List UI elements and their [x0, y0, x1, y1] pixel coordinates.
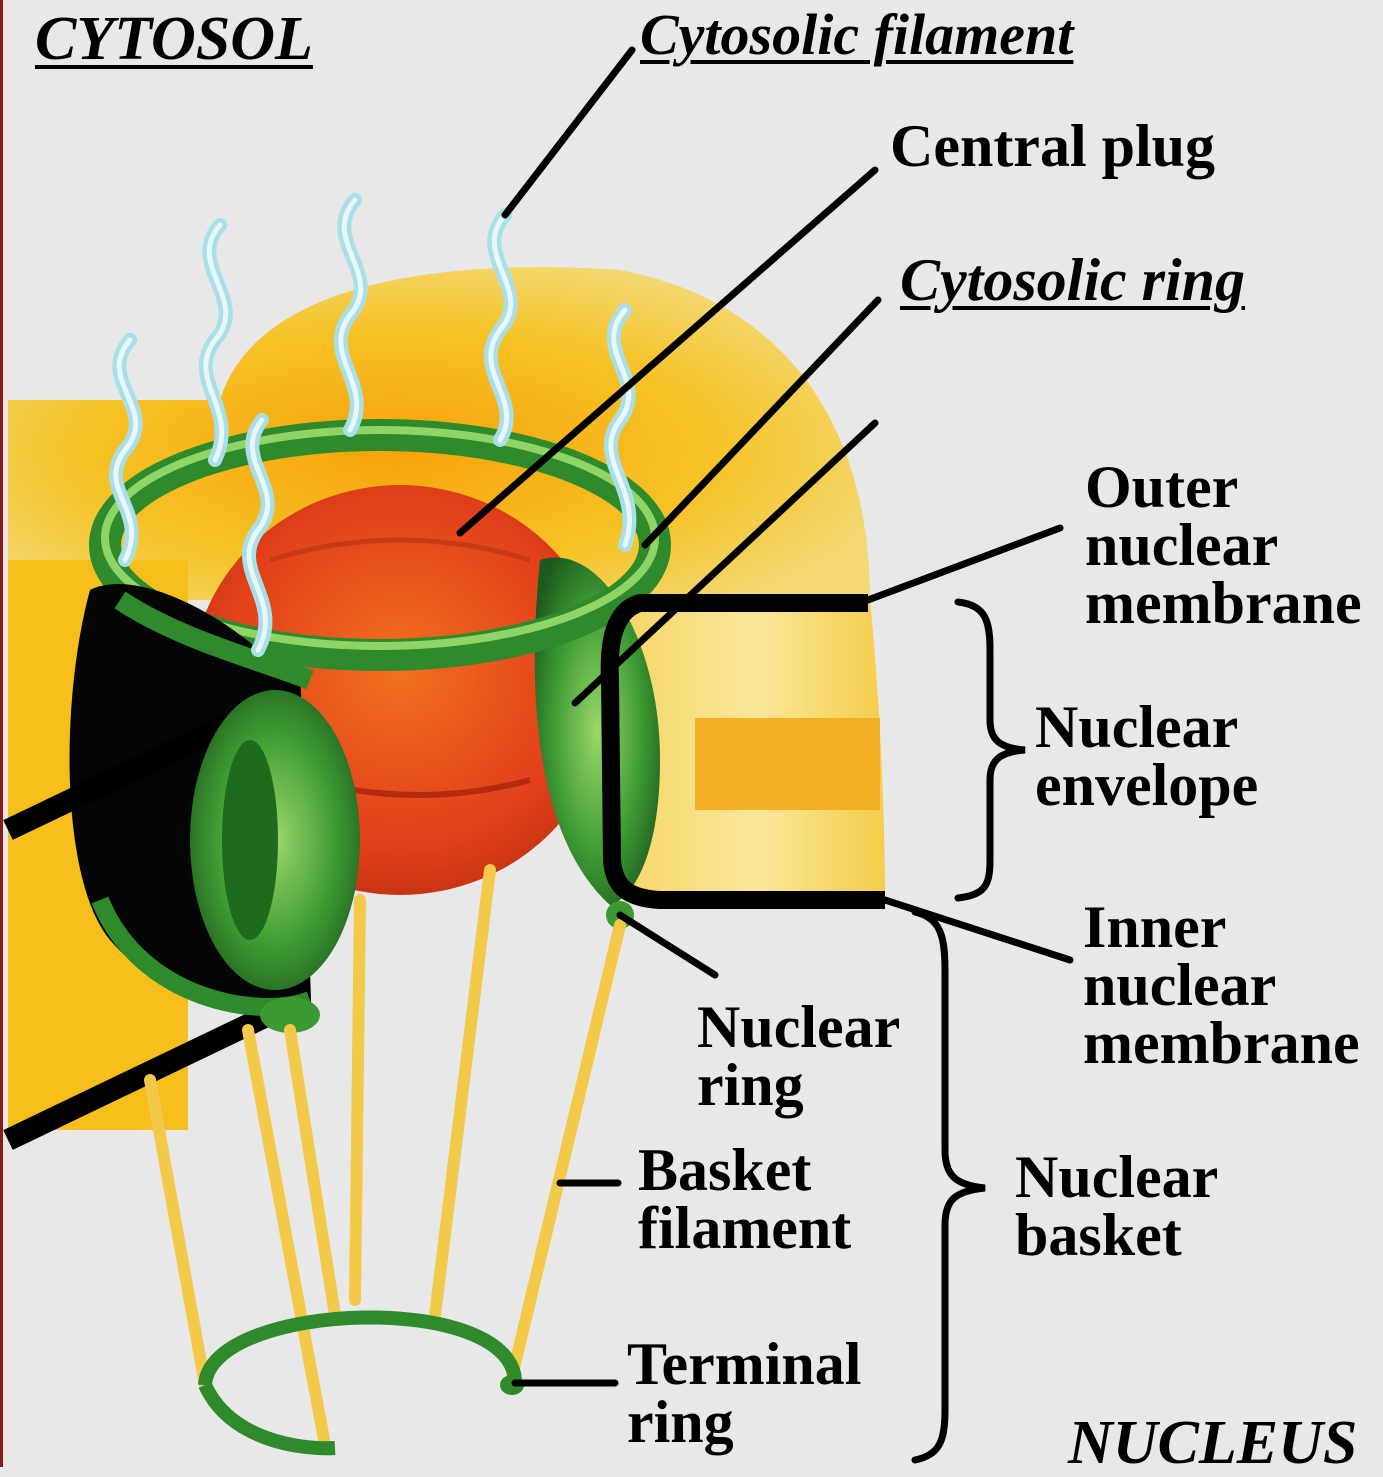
terminal-ring-label: Terminal ring	[627, 1335, 861, 1451]
nuclear-basket-line-2: basket	[1015, 1206, 1218, 1264]
basket-filament-label: Basket filament	[638, 1141, 851, 1257]
leader-inner-nuclear-membrane	[885, 900, 1070, 960]
nuclear-basket-line-1: Nuclear	[1015, 1148, 1218, 1206]
inner-nuclear-membrane-label: Inner nuclear membrane	[1083, 898, 1360, 1072]
outer-nuclear-membrane-line-1: Outer	[1085, 458, 1362, 516]
nuclear-envelope-line-1: Nuclear	[1035, 698, 1258, 756]
outer-nuclear-membrane-label: Outer nuclear membrane	[1085, 458, 1362, 632]
leader-nuclear-ring	[620, 915, 715, 975]
nucleus-label: NUCLEUS	[1068, 1412, 1357, 1474]
brace-nuclear-envelope	[958, 602, 1025, 898]
outer-nuclear-membrane-line-2: nuclear	[1085, 516, 1362, 574]
inner-nuclear-membrane-line-3: membrane	[1083, 1014, 1360, 1072]
terminal-ring-line-1: Terminal	[627, 1335, 861, 1393]
central-plug-label: Central plug	[890, 116, 1215, 176]
nuclear-envelope-label: Nuclear envelope	[1035, 698, 1258, 814]
basket-filament-line-2: filament	[638, 1199, 851, 1257]
nuclear-basket-label: Nuclear basket	[1015, 1148, 1218, 1264]
nuclear-ring-label: Nuclear ring	[697, 998, 900, 1114]
nuclear-ring-line-1: Nuclear	[697, 998, 900, 1056]
cytosolic-ring-label: Cytosolic ring	[900, 250, 1245, 310]
basket-filament-line-1: Basket	[638, 1141, 851, 1199]
outer-nuclear-membrane-line-3: membrane	[1085, 574, 1362, 632]
terminal-ring-line-2: ring	[627, 1393, 861, 1451]
leader-cytosolic-filament	[505, 50, 632, 215]
inner-nuclear-membrane-line-1: Inner	[1083, 898, 1360, 956]
leader-outer-nuclear-membrane	[868, 528, 1060, 600]
cytosolic-filament-label: Cytosolic filament	[640, 6, 1073, 64]
terminal-ring	[205, 1317, 515, 1385]
inner-nuclear-membrane-line-2: nuclear	[1083, 956, 1360, 1014]
brace-nuclear-basket	[915, 912, 985, 1460]
envelope-inner-band	[695, 718, 880, 810]
pore-wall-left-inner	[222, 740, 278, 940]
nuclear-ring-line-2: ring	[697, 1056, 900, 1114]
nuclear-envelope-line-2: envelope	[1035, 756, 1258, 814]
cytosol-label: CYTOSOL	[35, 8, 313, 70]
